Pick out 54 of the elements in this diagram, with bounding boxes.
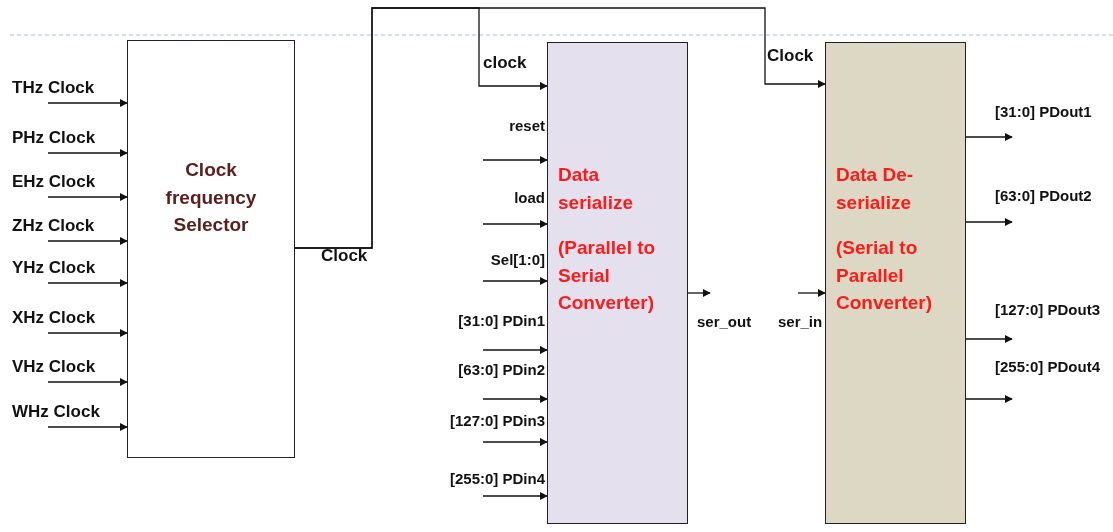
arrow (47, 423, 128, 431)
block-subtitle: (Parallel to Serial Converter) (558, 236, 657, 316)
pin-label: YHz Clock (12, 259, 96, 278)
block-title: Data serialize (558, 163, 634, 215)
converter-block (825, 42, 966, 524)
arrow (47, 237, 128, 245)
arrow (965, 133, 1013, 141)
pin-label: [255:0] PDout4 (995, 359, 1101, 376)
block-title: Data De- serialize (836, 163, 915, 215)
arrow (797, 289, 826, 297)
block-subtitle: (Serial to Parallel Converter) (836, 236, 934, 316)
pin-label: Clock (767, 47, 814, 66)
arrow (482, 438, 548, 446)
pin-label: ser_in (778, 314, 823, 331)
pin-label: load (514, 190, 545, 207)
arrow (294, 7, 826, 249)
pin-label: EHz Clock (12, 173, 96, 192)
arrow (47, 149, 128, 157)
pin-label: [63:0] PDout2 (995, 188, 1092, 205)
arrow (965, 335, 1013, 343)
pin-label: ZHz Clock (12, 217, 95, 236)
arrow (965, 218, 1013, 226)
pin-label: [127:0] PDin3 (449, 413, 545, 430)
pin-label: XHz Clock (12, 309, 96, 328)
arrow (965, 395, 1013, 403)
arrow (47, 329, 128, 337)
arrow (47, 279, 128, 287)
arrow (47, 378, 128, 386)
arrow (47, 193, 128, 201)
pin-label: Sel[1:0] (490, 252, 545, 269)
selector-block (127, 40, 295, 458)
arrow (482, 277, 548, 285)
pin-label: WHz Clock (12, 403, 100, 422)
pin-label: [31:0] PDin1 (458, 313, 545, 330)
arrow (687, 289, 711, 297)
converter-block (547, 42, 688, 524)
arrow (482, 492, 548, 500)
pin-label: [31:0] PDout1 (995, 104, 1092, 121)
signal-label: Clock (321, 247, 368, 266)
arrow (482, 156, 548, 164)
arrow (482, 220, 548, 228)
pin-label: clock (483, 54, 527, 73)
pin-label: [63:0] PDin2 (458, 362, 545, 379)
arrow (47, 99, 128, 107)
pin-label: VHz Clock (12, 358, 96, 377)
arrow (482, 395, 548, 403)
pin-label: [255:0] PDin4 (449, 471, 545, 488)
pin-label: PHz Clock (12, 129, 96, 148)
pin-label: THz Clock (12, 79, 95, 98)
pin-label: ser_out (697, 314, 752, 331)
pin-label: reset (509, 118, 545, 135)
pin-label: [127:0] PDout3 (995, 302, 1101, 319)
arrow (482, 346, 548, 354)
block-title: Clock frequency Selector (164, 158, 258, 238)
